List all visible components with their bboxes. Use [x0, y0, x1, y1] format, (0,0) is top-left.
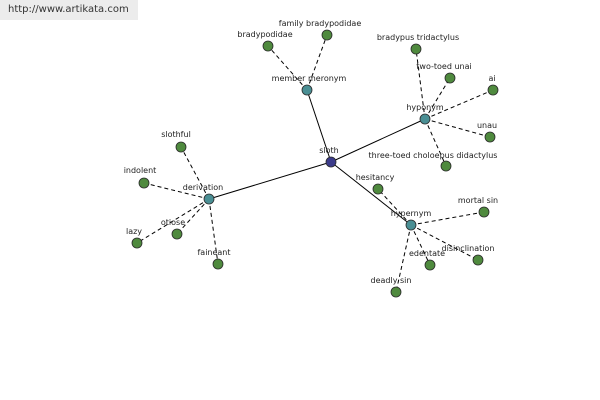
edge-hyponym-ai — [424, 89, 494, 120]
word-bradypodidae-label[interactable]: bradypodidae — [237, 30, 292, 39]
word-unau-label[interactable]: unau — [477, 121, 497, 130]
edge-derivation-slothful — [180, 146, 210, 200]
word-hesitancy-label[interactable]: hesitancy — [356, 173, 395, 182]
word-deadly-sin-label[interactable]: deadly sin — [371, 276, 412, 285]
word-indolent-node[interactable] — [138, 177, 150, 189]
relation-derivation-label[interactable]: derivation — [183, 183, 223, 192]
word-otiose-label[interactable]: otiose — [161, 218, 185, 227]
edge-member-family-bradypodidae — [306, 34, 328, 91]
edge-member-bradypodidae — [267, 45, 308, 91]
edge-sloth-hypernym — [330, 161, 412, 226]
word-bradypodidae-node[interactable] — [262, 40, 274, 52]
edge-derivation-otiose — [176, 198, 210, 235]
edge-hypernym-edentate — [410, 224, 431, 266]
edge-hyponym-three-toed-choloepus-didactylus — [424, 118, 447, 167]
word-family-bradypodidae-label[interactable]: family bradypodidae — [279, 19, 362, 28]
relation-hyponym-node[interactable] — [419, 113, 431, 125]
relation-hypernym-label[interactable]: hypernym — [391, 209, 432, 218]
edge-sloth-hyponym — [330, 118, 426, 163]
word-slothful-node[interactable] — [175, 141, 187, 153]
edge-hypernym-mortal-sin — [410, 211, 485, 226]
word-deadly-sin-node[interactable] — [390, 286, 402, 298]
word-ai-label[interactable]: ai — [488, 74, 495, 83]
edge-derivation-lazy — [136, 198, 210, 244]
word-three-toed-choloepus-didactylus-node[interactable] — [440, 160, 452, 172]
edge-hypernym-hesitancy — [377, 188, 412, 226]
word-edentate-label[interactable]: edentate — [409, 249, 445, 258]
word-two-toed-unai-node[interactable] — [444, 72, 456, 84]
word-bradypus-tridactylus-label[interactable]: bradypus tridactylus — [377, 33, 459, 42]
source-url[interactable]: http://www.artikata.com — [0, 0, 138, 20]
labels: sloth member meronym bradypodidae family br… — [124, 19, 498, 285]
word-three-toed-choloepus-didactylus-label[interactable]: three-toed choloepus didactylus — [369, 151, 498, 160]
word-mortal-sin-node[interactable] — [478, 206, 490, 218]
edge-hyponym-unau — [424, 118, 491, 138]
edge-hyponym-two-toed-unai — [424, 77, 451, 120]
word-hesitancy-node[interactable] — [372, 183, 384, 195]
word-bradypus-tridactylus-node[interactable] — [410, 43, 422, 55]
relation-member-label[interactable]: member meronym — [272, 74, 347, 83]
word-faineant-node[interactable] — [212, 258, 224, 270]
center-sloth-node[interactable] — [325, 156, 337, 168]
word-ai-node[interactable] — [487, 84, 499, 96]
edge-derivation-faineant — [208, 198, 219, 265]
word-edentate-node[interactable] — [424, 259, 436, 271]
word-two-toed-unai-label[interactable]: two-toed unai — [416, 62, 471, 71]
word-slothful-label[interactable]: slothful — [161, 130, 191, 139]
relation-derivation-node[interactable] — [203, 193, 215, 205]
word-lazy-label[interactable]: lazy — [126, 227, 142, 236]
word-mortal-sin-label[interactable]: mortal sin — [458, 196, 498, 205]
word-lazy-node[interactable] — [131, 237, 143, 249]
word-disinclination-label[interactable]: disinclination — [442, 244, 495, 253]
center-sloth-label[interactable]: sloth — [319, 146, 339, 155]
relation-hypernym-node[interactable] — [405, 219, 417, 231]
edge-hyponym-bradypus-tridactylus — [415, 48, 426, 120]
edge-sloth-derivation — [208, 161, 332, 200]
relation-member-node[interactable] — [301, 84, 313, 96]
relation-hyponym-label[interactable]: hyponym — [406, 103, 444, 112]
nodes — [131, 29, 499, 298]
word-indolent-label[interactable]: indolent — [124, 166, 157, 175]
word-faineant-label[interactable]: faineant — [197, 248, 230, 257]
word-otiose-node[interactable] — [171, 228, 183, 240]
edge-hypernym-deadly-sin — [395, 224, 412, 293]
word-family-bradypodidae-node[interactable] — [321, 29, 333, 41]
edge-sloth-member — [306, 89, 332, 163]
edges — [136, 34, 494, 293]
word-disinclination-node[interactable] — [472, 254, 484, 266]
edge-hypernym-disinclination — [410, 224, 479, 261]
word-unau-node[interactable] — [484, 131, 496, 143]
